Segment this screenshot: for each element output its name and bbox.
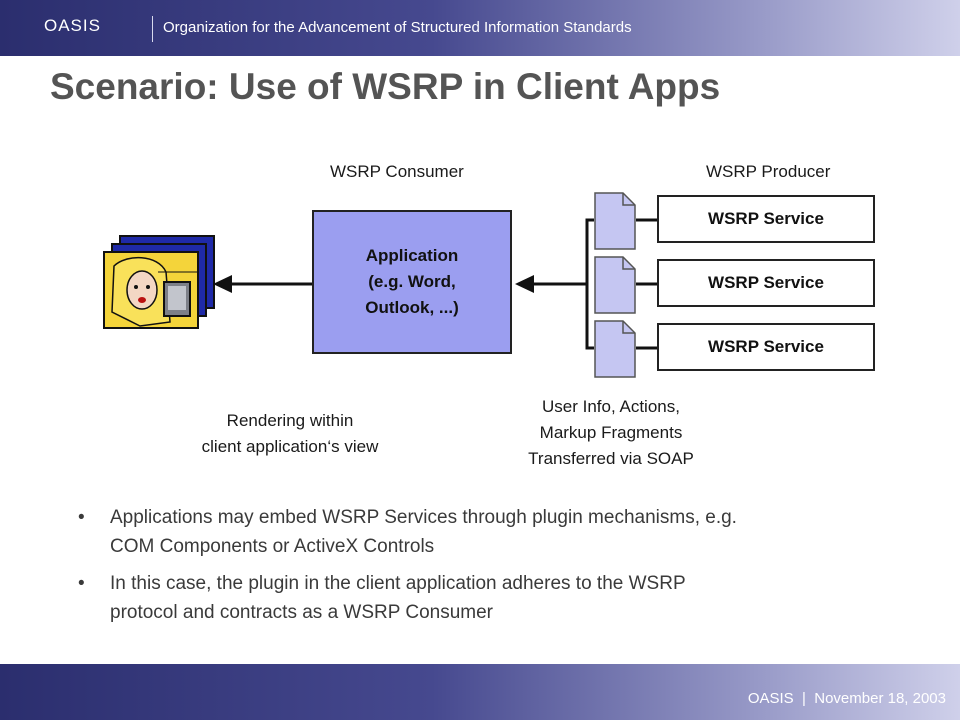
bullet-item: • Applications may embed WSRP Services t… <box>78 503 758 561</box>
wsrp-service-box-3: WSRP Service <box>657 323 875 371</box>
rendering-caption-line-1: Rendering within <box>226 411 354 430</box>
footer-text: OASIS | November 18, 2003 <box>747 690 946 707</box>
app-box-line-2: (e.g. Word, <box>368 272 456 291</box>
transfer-caption-line-1: User Info, Actions, <box>542 397 680 416</box>
transfer-caption: User Info, Actions, Markup Fragments Tra… <box>506 394 716 472</box>
rendering-caption: Rendering within client application‘s vi… <box>190 408 390 460</box>
service-bracket <box>585 218 594 350</box>
bullet-text: Applications may embed WSRP Services thr… <box>110 507 737 557</box>
org-name: Organization for the Advancement of Stru… <box>163 19 632 36</box>
bullet-text: In this case, the plugin in the client a… <box>110 573 686 623</box>
consumer-arrow-head <box>213 275 232 293</box>
app-box-line-3: Outlook, ...) <box>365 298 459 317</box>
document-icon <box>594 192 636 250</box>
header-bar: OASIS Organization for the Advancement o… <box>0 0 960 56</box>
header-divider <box>152 16 153 42</box>
bullet-dot: • <box>78 507 85 528</box>
wsrp-service-box-1: WSRP Service <box>657 195 875 243</box>
producer-arrow-head <box>515 275 534 293</box>
transfer-caption-line-2: Markup Fragments <box>539 423 683 442</box>
document-icon <box>594 320 636 378</box>
rendering-caption-line-2: client application‘s view <box>201 437 379 456</box>
consumer-label: WSRP Consumer <box>330 162 464 181</box>
bullet-item: • In this case, the plugin in the client… <box>78 569 758 627</box>
bullet-dot: • <box>78 573 85 594</box>
footer-bar <box>0 664 960 720</box>
document-icon <box>594 256 636 314</box>
producer-label: WSRP Producer <box>706 162 831 181</box>
oasis-logo: OASIS <box>44 16 101 35</box>
application-box: Application (e.g. Word, Outlook, ...) <box>312 210 512 354</box>
wsrp-service-box-2: WSRP Service <box>657 259 875 307</box>
transfer-caption-line-3: Transferred via SOAP <box>528 449 694 468</box>
app-box-line-1: Application <box>365 246 459 265</box>
client-app-illustration <box>103 235 215 329</box>
bullet-list: • Applications may embed WSRP Services t… <box>78 503 758 635</box>
slide-title: Scenario: Use of WSRP in Client Apps <box>50 66 721 107</box>
